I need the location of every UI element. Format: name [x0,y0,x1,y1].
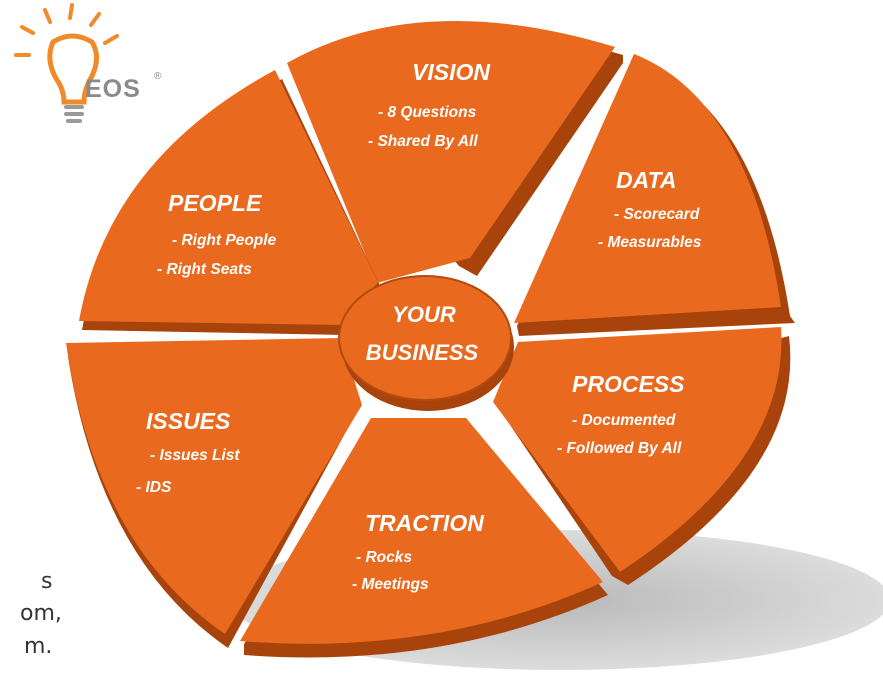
hub-line-2: BUSINESS [366,340,479,365]
issues-title: ISSUES [146,408,231,434]
people-title: PEOPLE [168,190,262,216]
traction-item-2: - Meetings [352,576,429,593]
vision-item-1: - 8 Questions [378,104,477,121]
issues-item-1: - Issues List [150,447,240,464]
issues-item-2: - IDS [136,479,172,496]
edge-fragment-2: om, [20,601,62,626]
segment-process [493,327,791,585]
edge-fragment-1: s [41,569,53,594]
hub-your-business: YOUR BUSINESS [338,275,514,411]
hub-line-1: YOUR [392,302,456,327]
traction-title: TRACTION [365,510,484,536]
vision-item-2: - Shared By All [368,133,478,150]
logo-text: EOS [85,75,141,103]
process-item-2: - Followed By All [557,440,682,457]
edge-fragment-3: m. [24,634,53,659]
data-item-2: - Measurables [598,234,702,251]
data-title: DATA [616,167,676,193]
people-item-1: - Right People [172,232,277,249]
people-item-2: - Right Seats [157,261,252,278]
lightbulb-icon [47,33,99,123]
segment-people [79,70,382,335]
segment-vision [287,21,623,283]
vision-title: VISION [412,59,490,85]
process-title: PROCESS [572,371,685,397]
eos-logo: EOS ® [14,3,162,123]
light-rays-icon [14,3,119,57]
segment-issues [66,338,362,648]
logo-registered-mark: ® [154,71,162,82]
segment-traction [240,418,608,658]
process-item-1: - Documented [572,412,676,429]
traction-item-1: - Rocks [356,549,412,566]
data-item-1: - Scorecard [614,206,700,223]
segment-data [514,54,795,336]
